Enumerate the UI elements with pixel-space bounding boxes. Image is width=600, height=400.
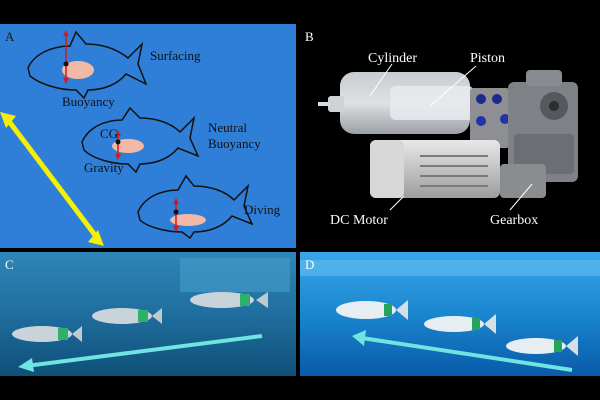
mechanism-illustration: Cylinder Piston DC Motor Gearbox <box>318 51 578 228</box>
robot-fish-c1 <box>12 326 82 342</box>
robot-fish-c3 <box>190 292 268 308</box>
fish-diving <box>137 174 254 240</box>
label-gravity: Gravity <box>84 160 124 175</box>
panel-c-underwater-photo: C <box>0 252 296 376</box>
fish-surfacing <box>27 30 148 100</box>
robot-fish-d3 <box>506 336 578 356</box>
label-cylinder: Cylinder <box>368 51 417 66</box>
robot-fish-c2 <box>92 308 162 324</box>
label-neutral-line2: Buoyancy <box>208 136 261 151</box>
panel-a-letter: A <box>5 29 15 44</box>
fish-neutral <box>81 106 200 174</box>
dc-motor-part <box>370 140 500 198</box>
ballast-diving <box>170 214 206 226</box>
label-diving: Diving <box>244 202 281 217</box>
direction-arrow-c <box>18 334 263 372</box>
label-gearbox: Gearbox <box>490 213 538 228</box>
label-cg: CG <box>100 126 118 141</box>
panel-d-underwater-photo: D <box>300 252 600 376</box>
robot-fish-d2 <box>424 314 496 334</box>
ballast-surfacing <box>62 61 94 79</box>
label-dc-motor: DC Motor <box>330 213 388 228</box>
panel-c-letter: C <box>5 257 14 272</box>
leader-lines <box>369 63 533 211</box>
cylinder-part <box>318 72 474 134</box>
panel-b-mechanism-photo: Cylinder Piston DC Motor Gearbox B <box>300 24 600 248</box>
gearbox-part <box>470 70 578 198</box>
underwater-scene-c <box>0 252 296 376</box>
label-surfacing: Surfacing <box>150 48 201 63</box>
panel-a-buoyancy-diagram: A Surfacing Buoyancy <box>0 24 296 248</box>
motion-arrow <box>0 112 104 246</box>
label-neutral-line1: Neutral <box>208 120 247 135</box>
buoyancy-diagram: Surfacing Buoyancy CG Gravity Neutral Bu… <box>0 30 281 246</box>
direction-arrow-d <box>352 330 573 372</box>
robot-fish-d1 <box>336 300 408 320</box>
label-buoyancy: Buoyancy <box>62 94 115 109</box>
label-piston: Piston <box>470 51 505 66</box>
panel-d-letter: D <box>305 257 315 272</box>
panel-b-letter: B <box>305 29 314 44</box>
underwater-scene-d <box>300 252 600 376</box>
